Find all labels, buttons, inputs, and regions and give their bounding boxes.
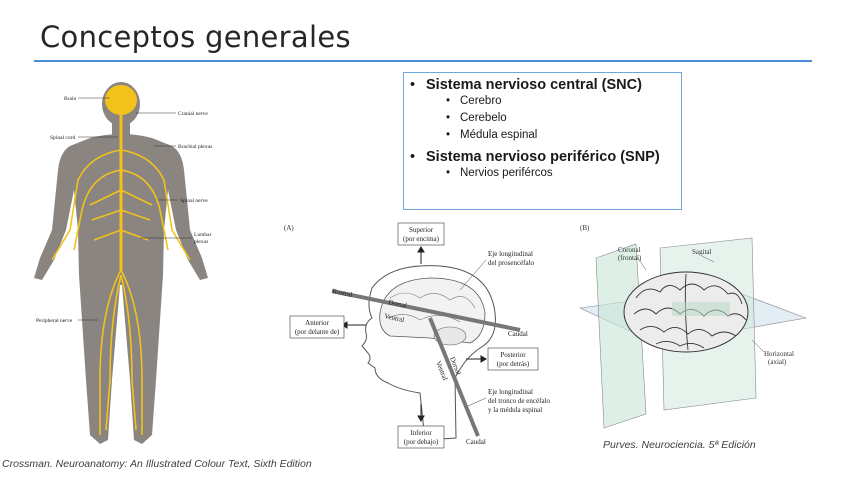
label-brain: Brain bbox=[64, 96, 76, 102]
label-inferior-sub: (por debajo) bbox=[404, 438, 439, 446]
nervous-system-figure: Brain Cranial nerve Spinal cord Brachial… bbox=[34, 82, 212, 444]
label-posterior-sub: (por detrás) bbox=[497, 360, 530, 368]
label-spinal-cord: Spinal cord bbox=[50, 135, 75, 141]
label-anterior: Anterior bbox=[305, 319, 329, 327]
label-posterior: Posterior bbox=[500, 351, 526, 359]
label-caudal-2: Caudal bbox=[466, 438, 486, 446]
snp-heading: Sistema nervioso periférico (SNP) bbox=[410, 149, 681, 165]
label-superior-sub: (por encima) bbox=[403, 235, 440, 243]
panel-label-a: (A) bbox=[284, 224, 294, 232]
label-eje-tronco-2: del tronco de encéfalo bbox=[488, 397, 550, 405]
nerve-network bbox=[51, 85, 191, 435]
label-dorsal: Dorsal bbox=[388, 298, 408, 310]
caption-crossman: Crossman. Neuroanatomy: An Illustrated C… bbox=[2, 458, 312, 470]
label-eje-tronco-3: y la médula espinal bbox=[488, 406, 542, 414]
label-anterior-sub: (por delante de) bbox=[295, 328, 340, 336]
label-horizontal-sub: (axial) bbox=[768, 358, 787, 366]
label-cranial-nerve: Cranial nerve bbox=[178, 111, 208, 117]
brain-planes-figure: (B) Coronal (frontal) Sagital Horizontal… bbox=[578, 224, 808, 429]
label-coronal: Coronal bbox=[618, 246, 641, 254]
label-peripheral-nerve: Peripheral nerve bbox=[36, 318, 73, 324]
list-item: Nervios perifércos bbox=[446, 167, 681, 179]
list-item: Cerebelo bbox=[446, 112, 681, 124]
label-lumbar-plexus: Lumbar bbox=[194, 232, 212, 238]
label-superior: Superior bbox=[409, 226, 434, 234]
head-outline bbox=[361, 265, 496, 441]
label-inferior: Inferior bbox=[410, 429, 432, 437]
label-rostral: Rostral bbox=[332, 287, 353, 299]
label-brachial-plexus: Brachial plexus bbox=[178, 144, 212, 150]
label-coronal-sub: (frontal) bbox=[618, 254, 642, 262]
label-horizontal: Horizontal bbox=[764, 350, 794, 358]
label-sagital: Sagital bbox=[692, 248, 711, 256]
slide-title: Conceptos generales bbox=[40, 20, 351, 54]
nervous-system-outline-box: Sistema nervioso central (SNC) Cerebro C… bbox=[403, 72, 682, 210]
label-caudal: Caudal bbox=[508, 330, 528, 338]
label-eje-prosencefalo-2: del prosencéfalo bbox=[488, 259, 535, 267]
label-lumbar-plexus-2: plexus bbox=[194, 239, 208, 245]
label-spinal-nerve: Spinal nerve bbox=[180, 198, 208, 204]
anatomical-axes-figure: (A) Superior (por encima) Anterior (por … bbox=[284, 222, 550, 449]
list-item: Médula espinal bbox=[446, 129, 681, 141]
list-item: Cerebro bbox=[446, 95, 681, 107]
label-eje-prosencefalo: Eje longitudinal bbox=[488, 250, 533, 258]
label-eje-tronco: Eje longitudinal bbox=[488, 388, 533, 396]
title-divider bbox=[34, 60, 812, 62]
caption-purves: Purves. Neurociencia. 5ª Edición bbox=[603, 439, 756, 451]
panel-label-b: (B) bbox=[580, 224, 590, 232]
snc-heading: Sistema nervioso central (SNC) bbox=[410, 77, 681, 93]
